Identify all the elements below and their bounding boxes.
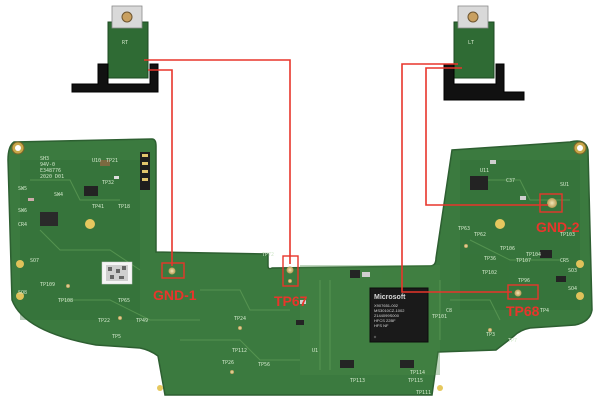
- silk-label: TP3: [486, 332, 495, 338]
- smd-components: [28, 152, 566, 368]
- silk-label: TP4: [540, 308, 549, 314]
- silk-block-1: 94V-0: [40, 162, 55, 168]
- gnd-2-pad: [547, 198, 557, 208]
- chip-line-3: 2144099S000: [374, 313, 400, 318]
- switch-lt-label: LT: [468, 40, 474, 46]
- mount-holes: [11, 141, 587, 391]
- silk-label: TP114: [410, 370, 425, 376]
- chip-line-1: X907651-002: [374, 303, 399, 308]
- silk-label: TP72: [262, 252, 274, 258]
- silk-label: CR5: [560, 258, 569, 264]
- gnd-1-pad: [168, 267, 176, 275]
- tp67-pad: [286, 266, 294, 274]
- silk-label: TP56: [258, 362, 270, 368]
- silk-label: TP113: [350, 378, 365, 384]
- silk-label: TP108: [58, 298, 73, 304]
- chip-brand: Microsoft: [374, 294, 406, 301]
- silk-label: TP115: [408, 378, 423, 384]
- tp68-pad: [514, 289, 522, 297]
- silk-label: SO8: [18, 290, 27, 296]
- silk-label: SO4: [568, 286, 577, 292]
- pcb-board: [7, 138, 593, 396]
- silk-label: U1: [312, 348, 318, 354]
- wire-rt-tp67: [144, 59, 291, 264]
- silk-label: SO3: [568, 268, 577, 274]
- chip-line-5: HFS NF: [374, 323, 389, 328]
- silk-block-0: SH3: [40, 156, 49, 162]
- gnd-1-box: [161, 262, 185, 279]
- silk-label: TP7: [508, 338, 517, 344]
- silk-label: TP65: [118, 298, 130, 304]
- silk-label: TP104: [526, 252, 541, 258]
- silk-block-3: 2020 D01: [40, 174, 64, 180]
- switch-rt-label: RT: [122, 40, 128, 46]
- silk-label: TP106: [500, 246, 515, 252]
- chip-line-4: HFCS 22BF: [374, 318, 396, 323]
- silk-label: TP107: [516, 258, 531, 264]
- silk-label: TP41: [92, 204, 104, 210]
- red-wires: [144, 59, 548, 293]
- silk-label: TP111: [416, 390, 431, 396]
- silk-label: SO7: [30, 258, 39, 264]
- silk-label: SW6: [18, 208, 27, 214]
- silk-label: TP22: [98, 318, 110, 324]
- silk-label: TP62: [474, 232, 486, 238]
- silk-label: SW4: [54, 192, 63, 198]
- wire-lt-tp68: [401, 63, 512, 293]
- silk-label: TP49: [136, 318, 148, 324]
- silk-label: TP18: [118, 204, 130, 210]
- silk-label: TP32: [102, 180, 114, 186]
- silkscreen: SH3 94V-0 E348776 2020 D01 U10 TP21TP32TP…: [18, 156, 577, 396]
- silk-label: C37: [506, 178, 515, 184]
- silk-label: SW5: [18, 186, 27, 192]
- silk-label: TP102: [482, 270, 497, 276]
- silk-label: TP109: [40, 282, 55, 288]
- silk-label: TP112: [232, 348, 247, 354]
- silk-label: U10: [92, 158, 101, 164]
- gnd-2-label: GND-2: [536, 219, 580, 235]
- silk-label: TP24: [234, 316, 246, 322]
- silk-label: C8: [446, 308, 452, 314]
- switch-rt: RT: [71, 5, 159, 93]
- silk-label: U11: [480, 168, 489, 174]
- silk-label: TP96: [518, 278, 530, 284]
- gnd-2-box: [539, 193, 563, 213]
- main-chip: Microsoft X907651-002 MS3010CZ-1002 2144…: [369, 287, 429, 343]
- wire-rt-gnd1: [148, 69, 173, 266]
- silk-label: TP21: [106, 158, 118, 164]
- silk-label: TP26: [222, 360, 234, 366]
- tp68-box: [507, 284, 539, 300]
- silk-label: TP36: [484, 256, 496, 262]
- tp68-label: TP68: [506, 303, 540, 319]
- silk-block-2: E348776: [40, 168, 61, 174]
- gnd-1-label: GND-1: [153, 287, 197, 303]
- tp67-label: TP67: [274, 293, 308, 309]
- tp-pads: [66, 198, 557, 374]
- silk-label: TP101: [432, 314, 447, 320]
- tp67-box: [282, 255, 299, 287]
- silk-label: SU1: [560, 182, 569, 188]
- wire-lt-gnd2: [425, 67, 548, 206]
- silk-label: TP103: [560, 232, 575, 238]
- chip-line-2: MS3010CZ-1002: [374, 308, 405, 313]
- silk-label: TP63: [458, 226, 470, 232]
- silk-label: TP5: [112, 334, 121, 340]
- qr-sticker: [101, 261, 133, 285]
- silk-label: CR4: [18, 222, 27, 228]
- switch-lt: LT: [443, 5, 525, 101]
- highlight-boxes: [161, 193, 563, 300]
